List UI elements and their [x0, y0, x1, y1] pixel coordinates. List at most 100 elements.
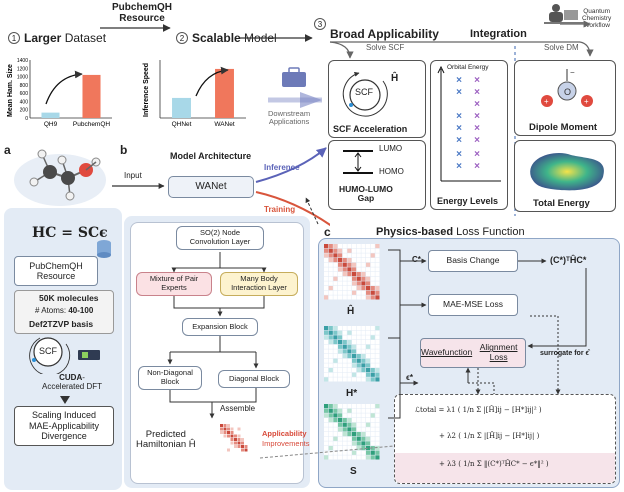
h-star-cell [342, 354, 347, 359]
orbital-level-mark: × [474, 123, 480, 134]
h-hat-cell [366, 286, 371, 291]
h-hat-cell [370, 262, 375, 267]
h-star-cell [338, 372, 343, 377]
h-star-cell [352, 358, 357, 363]
s-cell [333, 455, 338, 460]
s-cell [375, 418, 380, 423]
h-star-cell [328, 349, 333, 354]
h-star-cell [375, 368, 380, 373]
h-hat-cell [375, 290, 380, 295]
predicted-cell [234, 424, 237, 427]
s-cell [352, 408, 357, 413]
h-hat-cell [324, 272, 329, 277]
h-hat-cell [361, 244, 366, 249]
h-star-cell [333, 363, 338, 368]
predicted-cell [223, 431, 227, 434]
h-hat-cell [333, 267, 338, 272]
s-cell [352, 455, 357, 460]
predicted-cell [230, 438, 234, 441]
cuda-bold: CUDA [59, 373, 83, 382]
y-tick-label: 600 [20, 91, 29, 97]
h-hat-cell [328, 295, 333, 300]
h-hat-cell [352, 276, 357, 281]
applicability-connector [259, 445, 395, 459]
h-star-cell [333, 330, 338, 335]
h-hat-cell [333, 253, 338, 258]
s-cell [338, 446, 343, 451]
predicted-cell [244, 438, 248, 441]
s-cell [342, 422, 347, 427]
step-3-marker: 3 [314, 18, 326, 30]
y-axis-label: Mean Ham. Size [7, 64, 14, 117]
h-hat-cell [366, 295, 371, 300]
eps-star-label: ϵ* [406, 373, 413, 382]
step-2-title-bold: Scalable [192, 31, 241, 45]
h-star-cell [366, 372, 371, 377]
s-cell [324, 455, 329, 460]
s-cell [333, 427, 338, 432]
h-hat-cell [333, 276, 338, 281]
s-cell [342, 408, 347, 413]
h-hat-cell [338, 258, 343, 263]
h-star-cell [333, 368, 338, 373]
many-body-block: Many Body Interaction Layer [220, 272, 298, 296]
s-cell [375, 441, 380, 446]
s-cell [338, 404, 343, 409]
h-hat-cell [375, 295, 380, 300]
h-hat-cell [338, 295, 343, 300]
predicted-hamiltonian-label: Predicted Hamiltonian Ĥ [136, 429, 196, 451]
h-hat-cell [361, 258, 366, 263]
h-hat-cell [338, 262, 343, 267]
step-3-number: 3 [317, 19, 323, 29]
h-star-cell [338, 340, 343, 345]
h-hat-cell [352, 248, 357, 253]
predicted-cell [244, 424, 248, 427]
h-star-cell [324, 344, 329, 349]
scf-gpu-icon [29, 337, 100, 374]
h-star-cell [356, 372, 361, 377]
h-star-cell [333, 326, 338, 331]
predicted-cell [244, 445, 248, 448]
s-cell [366, 450, 371, 455]
h-star-cell [370, 335, 375, 340]
h-star-cell [366, 358, 371, 363]
s-cell [324, 436, 329, 441]
s-cell [328, 404, 333, 409]
down-arrow-icon [60, 396, 70, 404]
predicted-cell [237, 431, 241, 434]
h-star-cell [356, 354, 361, 359]
s-cell [352, 436, 357, 441]
h-hat-cell [356, 281, 361, 286]
predicted-cell [241, 431, 244, 434]
h-star-cell [338, 349, 343, 354]
y-tick-label: 200 [20, 108, 29, 114]
h-star-cell [324, 340, 329, 345]
s-cell [333, 404, 338, 409]
h-hat-cell [356, 248, 361, 253]
cuda-rest: - Accelerated DFT [42, 373, 103, 391]
h-hat-cell [347, 258, 352, 263]
predicted-cell [234, 434, 237, 438]
h-star-cell [370, 368, 375, 373]
y-tick-label: 400 [20, 99, 29, 105]
s-cell [342, 436, 347, 441]
x-tick-label: QH9 [44, 121, 58, 128]
h-hat-cell [361, 267, 366, 272]
predicted-cell [223, 434, 227, 438]
h-star-cell [333, 358, 338, 363]
h-star-cell [352, 363, 357, 368]
h-hat-cell [338, 276, 343, 281]
s-cell [342, 427, 347, 432]
h-hat-cell [328, 267, 333, 272]
h-star-cell [342, 363, 347, 368]
h-star-cell [370, 372, 375, 377]
h-star-cell [370, 344, 375, 349]
h-hat-cell [370, 253, 375, 258]
predicted-cell [227, 431, 230, 434]
predicted-cell [223, 445, 227, 448]
predicted-cell [237, 438, 241, 441]
s-cell [361, 446, 366, 451]
h-hat-cell [333, 262, 338, 267]
expansion-block: Expansion Block [182, 318, 258, 336]
h-hat-cell [375, 244, 380, 249]
